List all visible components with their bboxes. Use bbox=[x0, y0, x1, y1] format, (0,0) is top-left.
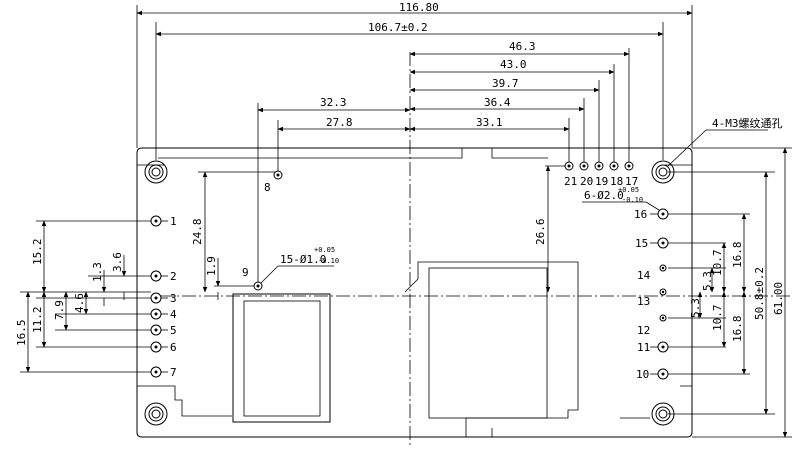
dim-32-3: 32.3 bbox=[320, 96, 347, 109]
pin-label-14: 14 bbox=[637, 269, 651, 282]
callout-hole-b-upper: +0.05 bbox=[618, 186, 639, 194]
callout-hole-a-upper: +0.05 bbox=[314, 246, 335, 254]
pin-label-10: 10 bbox=[636, 368, 649, 381]
dim-top-pin-spacing: 46.3 43.0 39.7 36.4 33.1 bbox=[409, 40, 630, 162]
pin-label-16: 16 bbox=[634, 208, 647, 221]
dim-15-2: 15.2 bbox=[31, 239, 44, 266]
callout-hole-a-text: 15-Ø1.0 bbox=[280, 253, 326, 266]
callout-mount-text: 4-M3螺纹通孔 bbox=[712, 116, 783, 130]
dim-10-7-bottom: 10.7 bbox=[711, 305, 724, 332]
callout-hole-b-lower: -0.10 bbox=[622, 196, 643, 204]
dim-5-3-bottom: 5.3 bbox=[689, 298, 702, 318]
pins-right bbox=[657, 208, 669, 380]
pin-label-19: 19 bbox=[595, 175, 608, 188]
dim-24-8: 24.8 bbox=[191, 219, 204, 246]
pin-label-4: 4 bbox=[170, 308, 177, 321]
dim-left-pin-spacing: 32.3 27.8 bbox=[257, 96, 411, 282]
pin-label-5: 5 bbox=[170, 324, 177, 337]
pin-labels-right: 16 15 14 13 12 11 10 bbox=[634, 208, 658, 381]
callout-hole-a-lower: -0.10 bbox=[318, 257, 339, 265]
dim-43-0: 43.0 bbox=[500, 58, 527, 71]
dim-overall-height: 61.00 bbox=[772, 282, 785, 315]
dim-1-3: 1.3 bbox=[91, 262, 104, 282]
centerlines bbox=[160, 52, 790, 445]
dim-1-9: 1.9 bbox=[205, 256, 218, 276]
mount-hole-tl bbox=[144, 160, 168, 184]
dim-left-vertical: 15.2 3.6 1.3 4.6 7.9 11.2 16.5 bbox=[15, 220, 151, 373]
pin-label-7: 7 bbox=[170, 366, 177, 379]
pin-label-15: 15 bbox=[635, 237, 648, 250]
pin-label-9: 9 bbox=[242, 266, 249, 279]
dim-5-3-top: 5.3 bbox=[701, 271, 714, 291]
dim-overall-width-text: 116.80 bbox=[399, 1, 439, 14]
dim-11-2: 11.2 bbox=[31, 307, 44, 334]
pin-label-12: 12 bbox=[637, 324, 650, 337]
component-right bbox=[428, 267, 548, 419]
dim-27-8: 27.8 bbox=[326, 116, 353, 129]
dim-overall-width: 116.80 bbox=[136, 1, 693, 148]
pins-top: 21 20 19 18 17 bbox=[564, 161, 638, 188]
dim-39-7: 39.7 bbox=[492, 77, 519, 90]
pin-label-11: 11 bbox=[637, 341, 650, 354]
dim-hole-pitch-width-text: 106.7±0.2 bbox=[368, 21, 428, 34]
dim-hole-pitch-width: 106.7±0.2 bbox=[155, 21, 664, 160]
pin-labels-left: 1 2 3 4 5 6 7 bbox=[161, 215, 177, 379]
dim-16-8-top: 16.8 bbox=[731, 242, 744, 269]
dim-3-6: 3.6 bbox=[111, 252, 124, 272]
pin-label-2: 2 bbox=[170, 270, 177, 283]
dim-16-8-bottom: 16.8 bbox=[731, 316, 744, 343]
pin-label-1: 1 bbox=[170, 215, 177, 228]
dim-10-7-top: 10.7 bbox=[711, 250, 724, 277]
pins-inner: 8 9 bbox=[242, 170, 283, 291]
dim-16-5: 16.5 bbox=[15, 320, 28, 347]
pin-label-21: 21 bbox=[564, 175, 577, 188]
pin-label-13: 13 bbox=[637, 295, 650, 308]
pin-label-6: 6 bbox=[170, 341, 177, 354]
pin-label-17: 17 bbox=[625, 175, 638, 188]
pin-label-8: 8 bbox=[264, 181, 271, 194]
component-left bbox=[232, 293, 331, 423]
dim-hole-pitch-height: 50.8±0.2 bbox=[753, 267, 766, 320]
mount-hole-bl bbox=[144, 402, 168, 426]
dim-inner-right: 26.6 bbox=[534, 165, 565, 293]
dim-4-6: 4.6 bbox=[73, 293, 86, 313]
pin-label-18: 18 bbox=[610, 175, 623, 188]
pin-label-20: 20 bbox=[580, 175, 593, 188]
pins-left bbox=[150, 215, 162, 378]
dim-7-9: 7.9 bbox=[53, 300, 66, 320]
dim-inner-left: 24.8 1.9 bbox=[191, 171, 275, 300]
dim-right-vertical: 16.8 10.7 5.3 5.3 10.7 16.8 50.8±0.2 61.… bbox=[668, 147, 792, 438]
callout-hole-b: 6-Ø2.0 +0.05 -0.10 bbox=[582, 186, 660, 211]
callout-mount: 4-M3螺纹通孔 bbox=[667, 116, 783, 167]
dim-36-4: 36.4 bbox=[484, 96, 511, 109]
callout-hole-a: 15-Ø1.0 +0.05 -0.10 bbox=[260, 246, 339, 284]
dim-26-6: 26.6 bbox=[534, 219, 547, 246]
dim-33-1: 33.1 bbox=[476, 116, 503, 129]
pin-label-3: 3 bbox=[170, 292, 177, 305]
callout-hole-b-text: 6-Ø2.0 bbox=[584, 189, 624, 202]
dim-46-3: 46.3 bbox=[509, 40, 536, 53]
